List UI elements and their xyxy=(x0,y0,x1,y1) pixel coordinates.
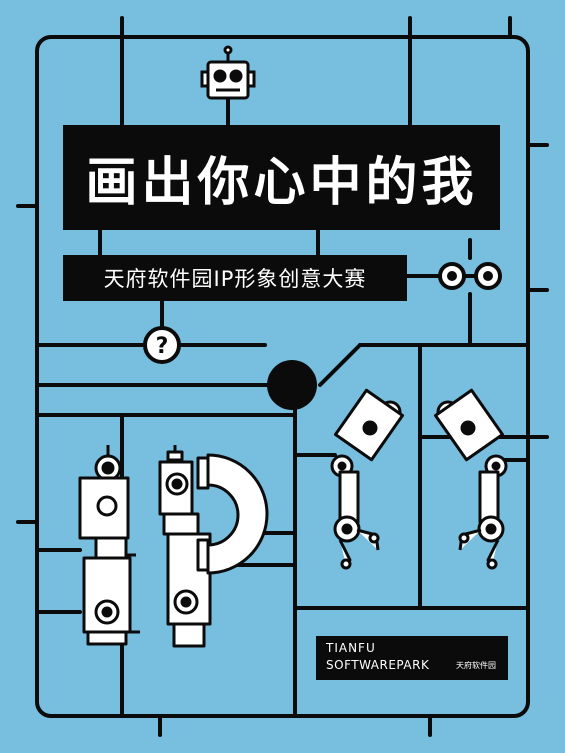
logo-chinese: 天府软件园 xyxy=(456,661,496,670)
letter-i-part xyxy=(78,445,140,646)
letter-p-part xyxy=(158,445,269,648)
page-subtitle: 天府软件园IP形象创意大赛 xyxy=(103,267,367,291)
logo-line-1: TIANFU xyxy=(326,641,376,655)
page-title: 画出你心中的我 xyxy=(85,153,478,213)
left-robot-arm xyxy=(330,388,405,570)
subtitle-banner: 天府软件园IP形象创意大赛 xyxy=(63,255,407,301)
question-mark-icon xyxy=(143,326,181,364)
tianfu-logo: TIANFU SOFTWAREPARK 天府软件园 xyxy=(316,636,508,680)
hub-circle xyxy=(267,360,317,410)
robot-head-icon xyxy=(200,45,256,100)
question-mark-glyph: ? xyxy=(156,334,169,359)
right-robot-arm xyxy=(433,388,508,570)
title-banner: 画出你心中的我 xyxy=(63,125,500,230)
logo-line-2: SOFTWAREPARK xyxy=(326,658,430,672)
goggles-icon xyxy=(437,262,502,290)
